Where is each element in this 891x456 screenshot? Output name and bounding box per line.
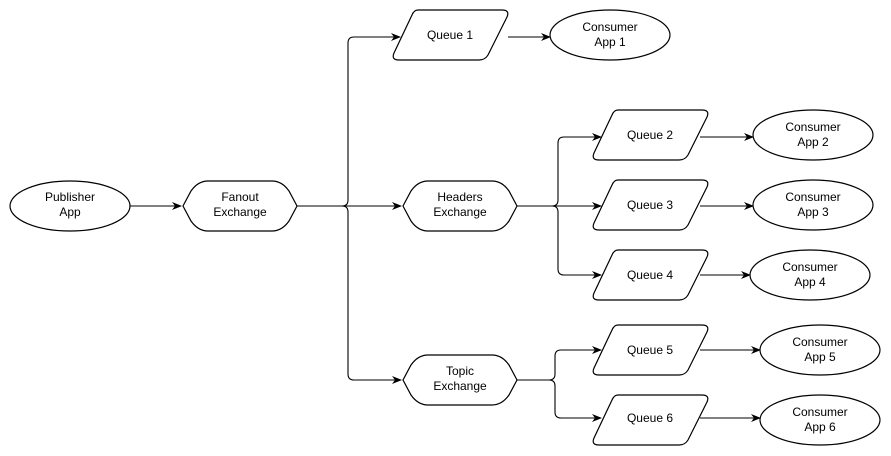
node-label: Queue 2 bbox=[627, 128, 673, 142]
node-label: App bbox=[59, 205, 81, 219]
headers-exchange-node[interactable]: Headers Exchange bbox=[402, 180, 518, 232]
node-label: Consumer bbox=[792, 405, 847, 419]
node-label: Queue 5 bbox=[627, 343, 673, 357]
node-label: Fanout bbox=[221, 190, 259, 204]
queue-6-node[interactable]: Queue 6 bbox=[592, 394, 709, 446]
queue-5-node[interactable]: Queue 5 bbox=[592, 324, 709, 376]
node-label: Consumer bbox=[582, 20, 637, 34]
node-label: App 6 bbox=[804, 420, 836, 434]
fanout-exchange-node[interactable]: Fanout Exchange bbox=[182, 180, 298, 232]
consumer-app-6-node[interactable]: Consumer App 6 bbox=[759, 394, 881, 446]
edge-headers-queue2 bbox=[517, 133, 602, 207]
node-label: App 5 bbox=[804, 350, 836, 364]
consumer-app-2-node[interactable]: Consumer App 2 bbox=[752, 109, 874, 161]
node-label: Queue 4 bbox=[627, 268, 673, 282]
node-label: Consumer bbox=[792, 335, 847, 349]
node-label: Exchange bbox=[433, 205, 487, 219]
node-label: App 4 bbox=[794, 275, 826, 289]
node-label: Exchange bbox=[433, 379, 487, 393]
consumer-app-5-node[interactable]: Consumer App 5 bbox=[759, 324, 881, 376]
queue-3-node[interactable]: Queue 3 bbox=[592, 179, 709, 231]
node-label: Exchange bbox=[213, 205, 267, 219]
edge-fanout-queue1 bbox=[297, 33, 401, 207]
node-label: Queue 1 bbox=[427, 28, 473, 42]
topic-exchange-node[interactable]: Topic Exchange bbox=[402, 354, 518, 406]
edge-headers-queue4 bbox=[517, 205, 602, 279]
node-label: Consumer bbox=[785, 120, 840, 134]
node-label: Consumer bbox=[785, 190, 840, 204]
edges bbox=[130, 33, 761, 422]
node-label: Headers bbox=[437, 190, 482, 204]
node-label: Consumer bbox=[782, 260, 837, 274]
edge-fanout-topic bbox=[297, 205, 402, 384]
node-label: App 1 bbox=[594, 35, 626, 49]
queue-4-node[interactable]: Queue 4 bbox=[592, 249, 709, 301]
queue-2-node[interactable]: Queue 2 bbox=[592, 109, 709, 161]
consumer-app-4-node[interactable]: Consumer App 4 bbox=[749, 249, 871, 301]
node-label: Topic bbox=[446, 364, 474, 378]
node-label: App 3 bbox=[797, 205, 829, 219]
publisher-app-node[interactable]: Publisher App bbox=[9, 180, 131, 232]
edge-topic-queue6 bbox=[517, 379, 602, 422]
node-label: Queue 3 bbox=[627, 198, 673, 212]
node-label: Publisher bbox=[45, 190, 95, 204]
node-label: App 2 bbox=[797, 135, 829, 149]
consumer-app-3-node[interactable]: Consumer App 3 bbox=[752, 179, 874, 231]
consumer-app-1-node[interactable]: Consumer App 1 bbox=[549, 9, 671, 61]
queue-1-node[interactable]: Queue 1 bbox=[392, 9, 509, 61]
edge-topic-queue5 bbox=[517, 346, 602, 381]
node-label: Queue 6 bbox=[627, 411, 673, 425]
